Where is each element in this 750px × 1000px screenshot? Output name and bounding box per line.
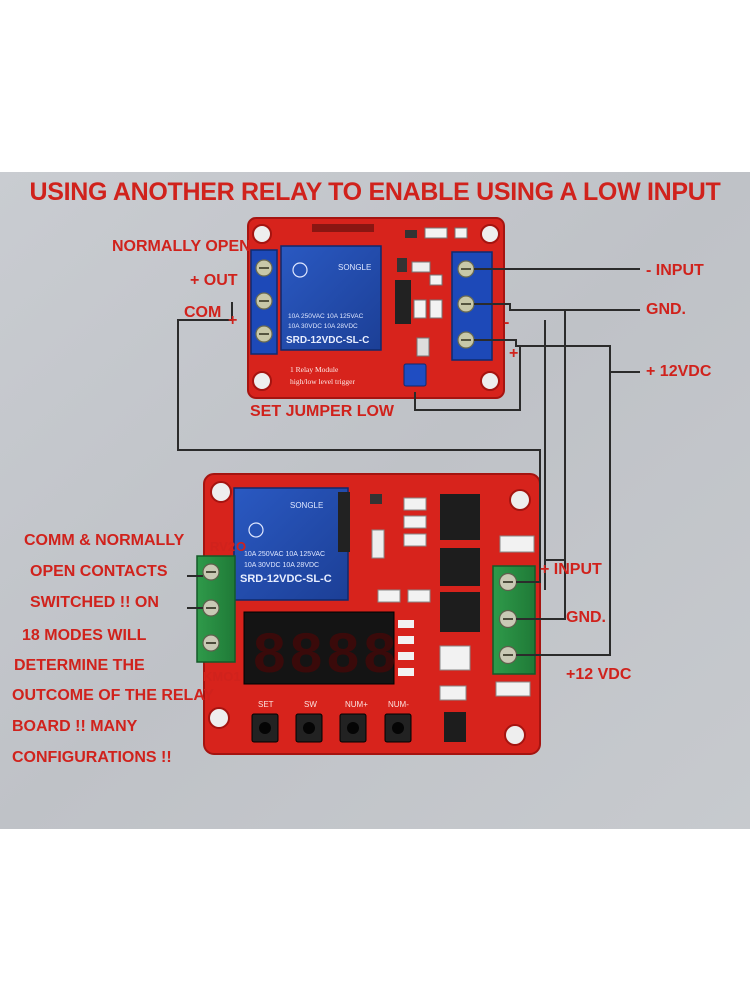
label-modes-4: BOARD !! MANY [12, 718, 138, 735]
label-comm-no-1: COMM & NORMALLY [24, 532, 185, 549]
label-modes-3: OUTCOME OF THE RELAY [12, 687, 215, 704]
top-module-text-1: 1 Relay Module [290, 365, 339, 374]
label-plus-12-vdc: +12 VDC [566, 666, 632, 683]
label-modes-2: DETERMINE THE [14, 657, 145, 674]
label-gnd-bottom: GND. [566, 609, 606, 626]
label-rv2-o: O [236, 539, 247, 554]
bottom-relay-cube [233, 487, 349, 601]
label-kmo1: KMO1 [203, 669, 241, 684]
label-com-plus: + [228, 312, 238, 329]
bottom-relay-board: SONGLE 10A 250VAC 10A 125VAC 10A 30VDC 1… [196, 473, 541, 755]
label-modes-5: CONFIGURATIONS !! [12, 749, 172, 766]
relay-wiring-photo: SONGLE 10A 250VAC 10A 125VAC 10A 30VDC 1… [0, 172, 750, 829]
label-plus-out: + OUT [190, 272, 238, 289]
top-relay-brand: SONGLE [338, 263, 371, 272]
bottom-led-display [243, 611, 395, 685]
bottom-button-label-4: NUM- [388, 700, 409, 709]
top-relay-cube [280, 245, 382, 351]
label-normally-open: NORMALLY OPEN [112, 238, 251, 255]
top-relay-spec-1: 10A 250VAC 10A 125VAC [288, 313, 364, 320]
bottom-relay-spec-2: 10A 30VDC 10A 28VDC [244, 562, 319, 569]
bottom-button-label-2: SW [304, 700, 317, 709]
bottom-button-label-1: SET [258, 700, 274, 709]
page-title: USING ANOTHER RELAY TO ENABLE USING A LO… [29, 178, 721, 206]
bottom-display-digits: 8888 [252, 625, 399, 690]
label-gnd-top: GND. [646, 301, 686, 318]
bottom-relay-spec-1: 10A 250VAC 10A 125VAC [244, 551, 325, 558]
wiring-lines [177, 268, 640, 656]
bottom-relay-brand: SONGLE [290, 501, 323, 510]
label-minus-input: - INPUT [646, 262, 704, 279]
label-set-jumper-low: SET JUMPER LOW [250, 403, 395, 420]
label-comm-no-2: OPEN CONTACTS [30, 563, 168, 580]
label-plus-12vdc: + 12VDC [646, 363, 712, 380]
top-relay-spec-2: 10A 30VDC 10A 28VDC [288, 323, 358, 330]
bottom-button-label-3: NUM+ [345, 700, 368, 709]
top-module-text-2: high/low level trigger [290, 377, 355, 386]
top-jumper [403, 363, 427, 387]
label-rv2: RV2 [210, 539, 236, 554]
top-relay-model: SRD-12VDC-SL-C [286, 335, 369, 346]
bottom-relay-model: SRD-12VDC-SL-C [240, 573, 332, 585]
label-wire-plus: + [509, 345, 519, 362]
top-relay-board: SONGLE 10A 250VAC 10A 125VAC 10A 30VDC 1… [247, 217, 505, 399]
label-com: COM [184, 304, 222, 321]
label-comm-no-3: SWITCHED !! ON [30, 594, 159, 611]
label-modes-1: 18 MODES WILL [22, 627, 147, 644]
label-wire-minus: - [504, 314, 510, 331]
label-plus-input: + INPUT [540, 561, 602, 578]
